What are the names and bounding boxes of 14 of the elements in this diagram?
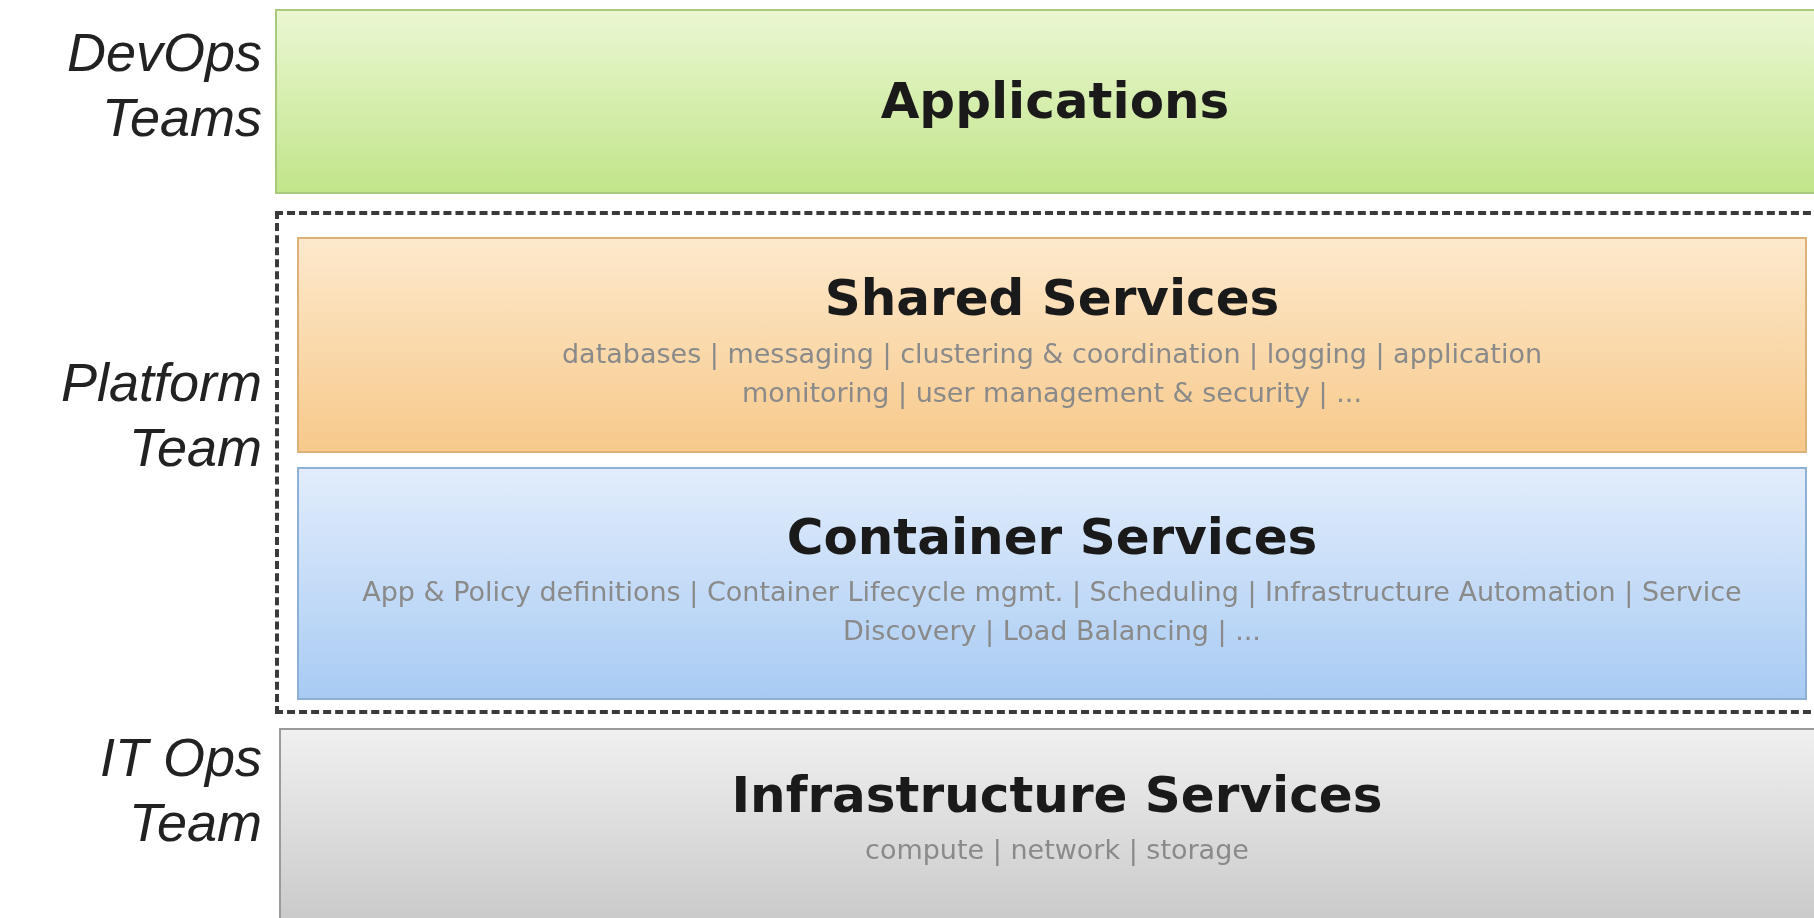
team-label: IT Ops Team [98,726,262,854]
layer-band [279,728,1814,918]
team-label: DevOps Teams [65,21,262,149]
layer-title: Applications [880,72,1230,131]
layer-description: databases | messaging | clustering & coordination | logging | application monitoring | user management & security | ... [560,336,1544,411]
layer-title: Infrastructure Services [731,766,1383,825]
layer-title: Shared Services [824,270,1280,328]
layer-description: compute | network | storage [865,833,1249,868]
layer-description: App & Policy definitions | Container Lifecycle mgmt. | Scheduling | Infrastructure Automation | Service Discovery | Load Balancing | ... [361,575,1743,649]
layer-band [297,467,1807,700]
layer-title: Container Services [786,508,1318,567]
team-label: Platform Team [59,351,262,479]
layer-band [275,9,1814,194]
layer-band [297,237,1807,453]
